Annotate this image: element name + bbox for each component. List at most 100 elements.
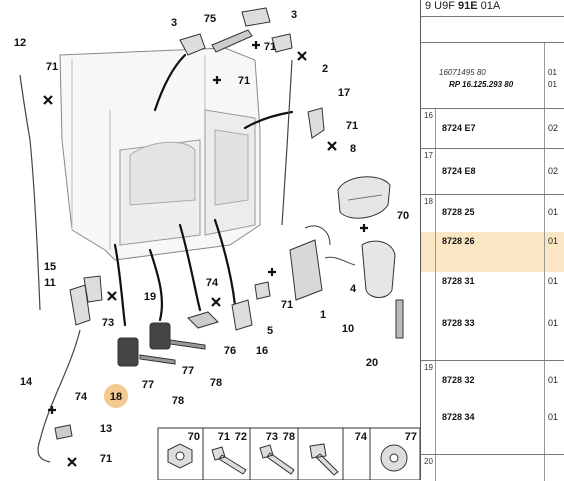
fastener-markers	[43, 41, 368, 467]
exploded-parts-diagram: 12 71 3 75 3 71 71 2 17 71 8 15 11 73 19…	[14, 7, 420, 480]
row-index: 17	[424, 151, 433, 160]
callout-label: 71	[281, 299, 293, 311]
callout-label: 14	[20, 376, 33, 388]
diagram-drawing: 12 71 3 75 3 71 71 2 17 71 8 15 11 73 19…	[14, 7, 420, 480]
parts-reference-panel: 9 U9F 91E 01A 16071495 80 01 RP 16.125.2…	[420, 0, 564, 481]
flange-bolt-icon	[309, 443, 339, 476]
table-row[interactable]: 8728 34 01	[421, 408, 564, 454]
part-reference: 8728 32	[442, 375, 475, 385]
row-index: 20	[424, 457, 433, 466]
callout-label: 15	[44, 261, 56, 273]
callout-label: 77	[142, 379, 154, 391]
callout-label: 76	[224, 345, 236, 357]
callout-label: 74	[75, 391, 88, 403]
bracket-17	[307, 107, 325, 139]
callout-label: 71	[100, 453, 112, 465]
header-code: 91E	[458, 0, 478, 12]
table-row[interactable]: 18 8728 25 01	[421, 194, 564, 233]
quantity: 01	[548, 318, 559, 328]
table-row[interactable]: 20	[421, 454, 564, 481]
rod-2	[281, 59, 293, 226]
rod-4	[324, 256, 356, 266]
row-index: 18	[424, 197, 433, 206]
callout-18-highlight	[104, 384, 128, 408]
quantity: 01	[548, 375, 559, 385]
row-index: 19	[424, 363, 433, 372]
lock-1	[289, 225, 331, 301]
callout-label: 10	[342, 323, 354, 335]
header-prefix: 9 U9F	[425, 0, 455, 12]
callout-label: 2	[322, 63, 328, 75]
part-reference: 8724 E8	[442, 166, 476, 176]
fastener-legend: 70 71 72 73 78 74 77	[157, 427, 420, 480]
callout-label: 3	[291, 9, 297, 21]
callout-label: 13	[100, 423, 112, 435]
part-reference: 8728 25	[442, 207, 475, 217]
callout-label: 3	[171, 17, 177, 29]
table-row[interactable]: 16071495 80 01 RP 16.125.293 80 01	[421, 42, 564, 109]
table-row[interactable]: 16 8724 E7 02	[421, 108, 564, 149]
table-row[interactable]: 19 8728 32 01	[421, 360, 564, 409]
callout-label: 20	[366, 357, 378, 369]
clip-13	[54, 424, 73, 440]
callout-label: 1	[320, 309, 326, 321]
strip-75	[211, 29, 253, 53]
van-body	[59, 47, 261, 261]
row-index: 16	[424, 111, 433, 120]
part-reference: 8728 34	[442, 412, 475, 422]
legend-label: 71	[218, 431, 230, 443]
legend-label: 73	[266, 431, 278, 443]
check-strap-18-19	[117, 322, 171, 367]
callout-label: 71	[346, 120, 358, 132]
callout-label: 77	[182, 365, 194, 377]
callout-label: 78	[210, 377, 222, 389]
callout-label: 8	[350, 143, 356, 155]
table-row-highlighted[interactable]: 8728 26 01	[421, 232, 564, 272]
bracket-16	[231, 299, 253, 331]
legend-label: 78	[283, 431, 295, 443]
hinge-3	[179, 7, 293, 56]
callout-label: 16	[256, 345, 268, 357]
legend-label: 70	[188, 431, 200, 443]
callout-label: 78	[172, 395, 184, 407]
part-code: 16071495 80	[439, 68, 486, 77]
table-row[interactable]: 8728 31 01	[421, 272, 564, 312]
cable-14	[37, 329, 81, 463]
callout-label: 71	[264, 41, 276, 53]
part-reference: RP 16.125.293 80	[449, 80, 514, 89]
bracket-5	[254, 281, 271, 300]
table-row[interactable]: 8728 33 01	[421, 312, 564, 360]
callout-label: 71	[46, 61, 58, 73]
header-suffix: 01A	[480, 0, 501, 12]
callout-label: 17	[338, 87, 350, 99]
table-row[interactable]: 17 8724 E8 02	[421, 148, 564, 195]
callout-label: 70	[397, 210, 409, 222]
hinge-15-11	[69, 275, 103, 326]
callout-label: 5	[267, 325, 273, 337]
legend-label: 72	[235, 431, 247, 443]
cable-12	[19, 74, 41, 311]
seal-20	[395, 299, 404, 339]
callout-label: 74	[206, 277, 219, 289]
bolt-icon	[259, 444, 295, 475]
quantity: 01	[548, 68, 557, 77]
part-reference: 8728 33	[442, 318, 475, 328]
quantity: 01	[548, 80, 557, 89]
quantity: 02	[548, 166, 559, 176]
quantity: 02	[548, 123, 559, 133]
callout-label: 75	[204, 13, 216, 25]
legend-label: 74	[355, 431, 368, 443]
callout-label: 73	[102, 317, 114, 329]
callout-label: 12	[14, 37, 26, 49]
part-reference: 8728 31	[442, 276, 475, 286]
bolt-icon	[211, 446, 247, 475]
diagram-reference-header: 9 U9F 91E 01A	[425, 0, 500, 12]
callout-label: 19	[144, 291, 156, 303]
part-reference: 8728 26	[442, 236, 475, 246]
legend-label: 77	[405, 431, 417, 443]
table-row	[421, 16, 564, 43]
bolt-77-78	[139, 339, 206, 365]
quantity: 01	[548, 207, 559, 217]
quantity: 01	[548, 412, 559, 422]
callout-label: 11	[44, 277, 56, 289]
